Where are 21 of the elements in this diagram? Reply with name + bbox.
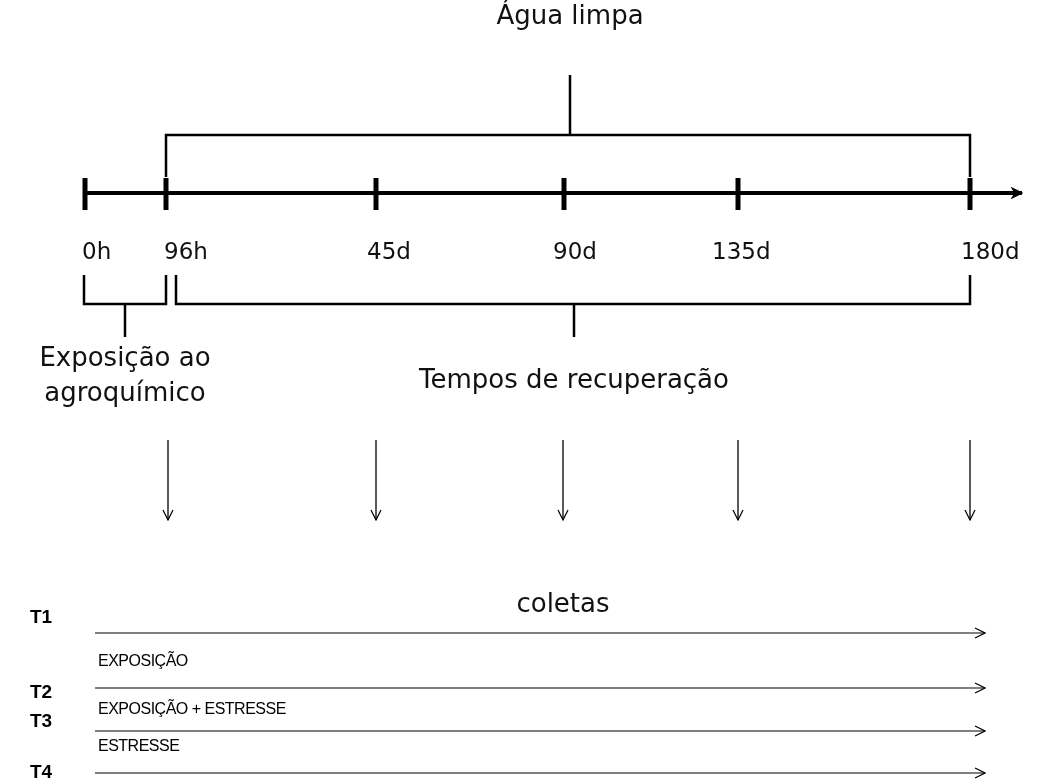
arrow [94,725,986,737]
treatment-label: T3 [30,711,53,730]
tick-label: 135d [712,238,771,266]
arrow [94,682,986,694]
tick-label: 0h [82,238,112,266]
bracket-label: Tempos de recuperação [419,364,729,396]
tick-label: 45d [367,238,411,266]
tick-label: 96h [164,238,208,266]
treatment-description: ESTRESSE [98,737,180,755]
arrow [94,627,986,639]
treatment-description: EXPOSIÇÃO [98,652,188,670]
tick-label: 180d [961,238,1020,266]
bracket-label: Água limpa [496,0,644,32]
section-label: coletas [516,588,610,620]
treatment-description: EXPOSIÇÃO + ESTRESSE [98,700,286,718]
treatment-label: T4 [30,762,53,781]
bracket-label: Exposição ao agroquímico [38,341,212,409]
arrow [94,767,986,779]
tick-label: 90d [553,238,597,266]
treatment-label: T2 [30,682,53,701]
treatment-label: T1 [30,607,53,626]
